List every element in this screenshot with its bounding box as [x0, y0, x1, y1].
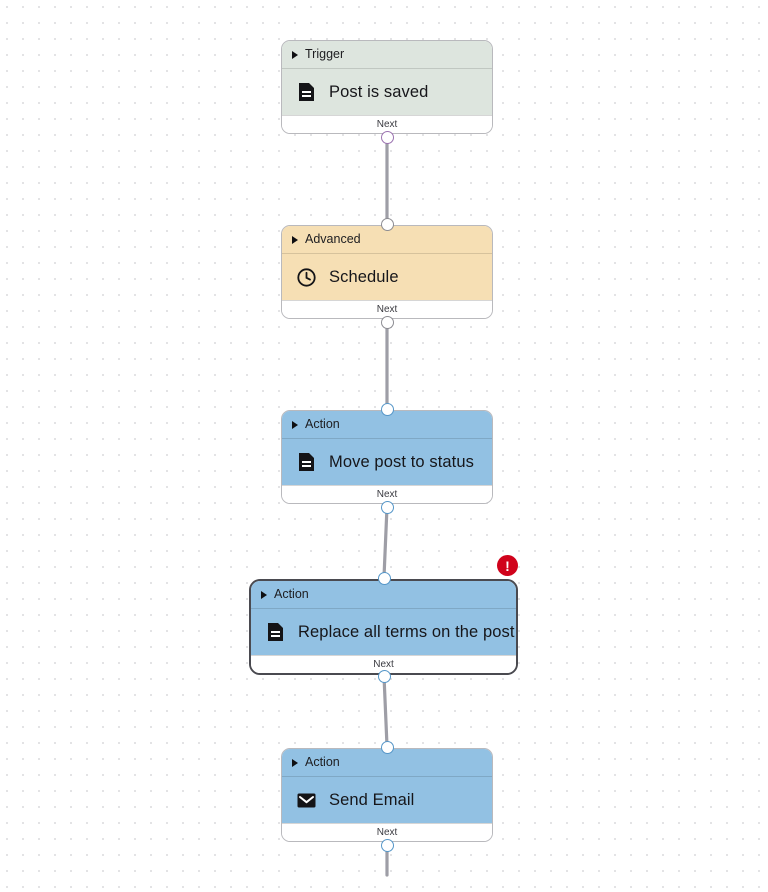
node-footer-label: Next [376, 118, 398, 130]
node-title-label: Replace all terms on the post [298, 622, 515, 641]
node-footer-label: Next [376, 826, 398, 838]
node-title-label: Send Email [329, 790, 415, 809]
node-body-action[interactable]: Replace all terms on the post [251, 609, 516, 655]
node-title-label: Schedule [329, 267, 399, 286]
node-category-label: Action [305, 417, 340, 432]
node-footer-next[interactable]: Next [282, 823, 492, 841]
output-port-action-replace[interactable] [378, 670, 391, 683]
node-footer-next[interactable]: Next [282, 115, 492, 133]
node-category-label: Advanced [305, 232, 361, 247]
node-footer-label: Next [376, 488, 398, 500]
workflow-node-action-replace-all-terms[interactable]: Action Replace all terms on the post Nex… [249, 579, 518, 675]
edge-action-replace-to-send-email [382, 674, 389, 748]
disclosure-triangle-icon[interactable] [292, 420, 298, 429]
node-category-label: Action [274, 587, 309, 602]
node-header-trigger[interactable]: Trigger [282, 41, 492, 69]
node-title-label: Move post to status [329, 452, 474, 471]
disclosure-triangle-icon[interactable] [292, 758, 298, 767]
output-port-advanced[interactable] [381, 316, 394, 329]
workflow-node-trigger-post-is-saved[interactable]: Trigger Post is saved Next [281, 40, 493, 134]
clock-icon [296, 267, 316, 287]
disclosure-triangle-icon[interactable] [292, 50, 298, 59]
output-port-action-move[interactable] [381, 501, 394, 514]
node-body-trigger[interactable]: Post is saved [282, 69, 492, 115]
document-icon [296, 452, 316, 472]
node-footer-next[interactable]: Next [251, 655, 516, 673]
node-footer-next[interactable]: Next [282, 300, 492, 318]
node-footer-label: Next [376, 303, 398, 315]
disclosure-triangle-icon[interactable] [261, 590, 267, 599]
node-title-label: Post is saved [329, 82, 429, 101]
envelope-icon [296, 790, 316, 810]
input-port-send-email[interactable] [381, 741, 394, 754]
node-body-action[interactable]: Send Email [282, 777, 492, 823]
output-port-send-email[interactable] [381, 839, 394, 852]
node-footer-label: Next [373, 658, 394, 670]
input-port-action-replace[interactable] [378, 572, 391, 585]
node-body-advanced[interactable]: Schedule [282, 254, 492, 300]
document-icon [265, 622, 285, 642]
workflow-node-advanced-schedule[interactable]: Advanced Schedule Next [281, 225, 493, 319]
node-category-label: Trigger [305, 47, 345, 62]
node-header-action[interactable]: Action [251, 581, 516, 609]
workflow-node-action-send-email[interactable]: Action Send Email Next [281, 748, 493, 842]
input-port-action-move[interactable] [381, 403, 394, 416]
exclamation-icon: ! [505, 557, 510, 574]
node-footer-next[interactable]: Next [282, 485, 492, 503]
input-port-advanced[interactable] [381, 218, 394, 231]
output-port-trigger[interactable] [381, 131, 394, 144]
node-category-label: Action [305, 755, 340, 770]
node-body-action[interactable]: Move post to status [282, 439, 492, 485]
error-badge[interactable]: ! [497, 555, 518, 576]
edge-action-move-to-action-replace [382, 505, 389, 579]
disclosure-triangle-icon[interactable] [292, 235, 298, 244]
document-icon [296, 82, 316, 102]
workflow-node-action-move-post-to-status[interactable]: Action Move post to status Next [281, 410, 493, 504]
